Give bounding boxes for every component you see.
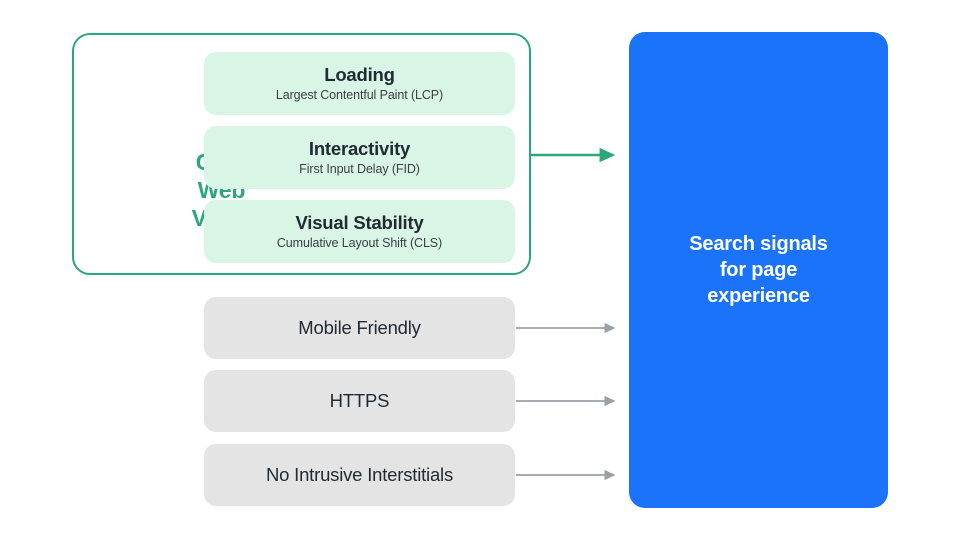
vital-title: Visual Stability — [295, 211, 424, 233]
vital-subtitle: First Input Delay (FID) — [299, 161, 420, 176]
search-signals-text: Search signals for page experience — [689, 233, 828, 307]
signal-title: HTTPS — [329, 390, 390, 411]
vital-subtitle: Largest Contentful Paint (LCP) — [275, 87, 444, 102]
signal-title: Mobile Friendly — [298, 317, 421, 338]
vital-card-loading[interactable]: Loading Largest Contentful Paint (LCP) — [204, 52, 515, 115]
vital-title: Interactivity — [308, 137, 411, 159]
signal-card-https[interactable]: HTTPS — [204, 370, 515, 432]
vital-card-visual-stability[interactable]: Visual Stability Cumulative Layout Shift… — [204, 200, 515, 263]
vital-subtitle: Cumulative Layout Shift (CLS) — [276, 235, 443, 250]
signal-title: No Intrusive Interstitials — [265, 464, 454, 485]
signal-card-mobile-friendly[interactable]: Mobile Friendly — [204, 297, 515, 359]
vital-title: Loading — [324, 63, 395, 85]
vital-card-interactivity[interactable]: Interactivity First Input Delay (FID) — [204, 126, 515, 189]
signal-card-no-intrusive-interstitials[interactable]: No Intrusive Interstitials — [204, 444, 515, 506]
search-signals-box[interactable]: Search signals for page experience — [629, 32, 888, 508]
